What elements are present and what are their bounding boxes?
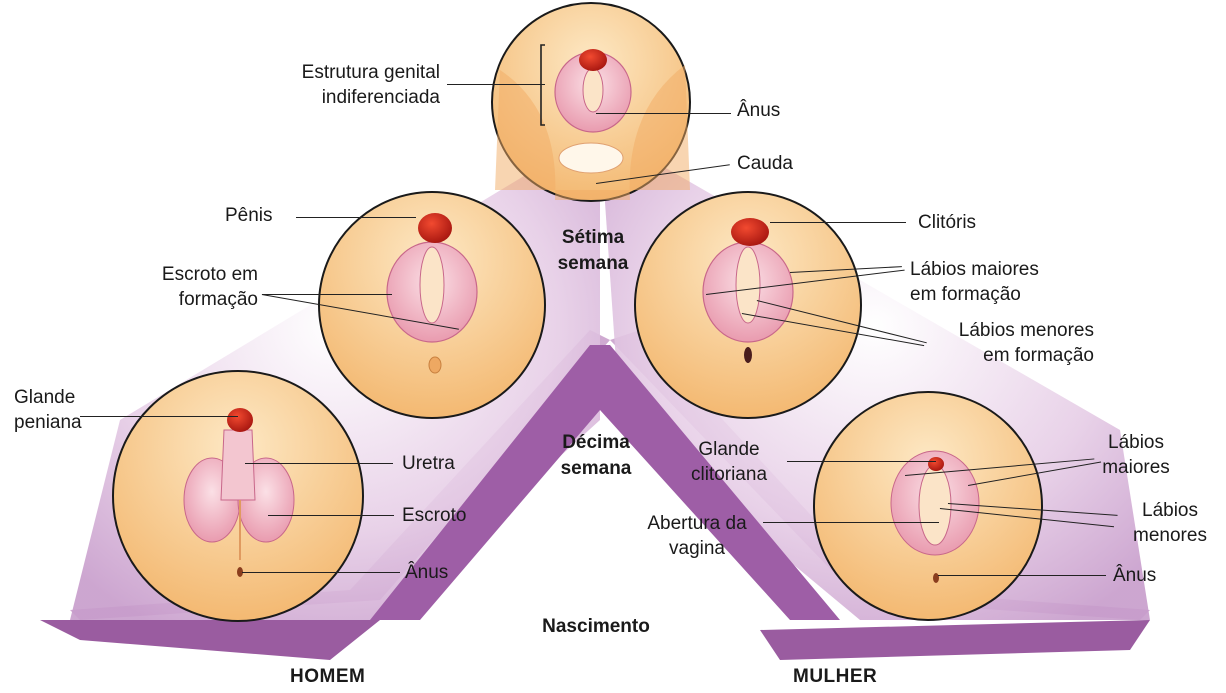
- label-labia-majora: Lábios maiores: [1096, 430, 1176, 480]
- label-scrotum: Escroto: [402, 503, 466, 528]
- label-labia-majora-forming: Lábios maiores em formação: [910, 257, 1039, 307]
- leader-line: [80, 416, 238, 417]
- leader-line: [268, 515, 394, 516]
- band-bottom-left: [40, 620, 380, 660]
- label-penis: Pênis: [225, 203, 273, 228]
- band-bottom-right: [760, 620, 1150, 660]
- label-anus-female: Ânus: [1113, 563, 1156, 588]
- label-anus-male: Ânus: [405, 560, 448, 585]
- leader-line: [787, 461, 936, 462]
- sex-label-male: HOMEM: [290, 666, 365, 688]
- leader-line: [770, 222, 906, 223]
- leader-line: [242, 572, 400, 573]
- stage-label-seventh-week: Sétima semana: [549, 225, 637, 277]
- label-vaginal-opening: Abertura da vagina: [634, 511, 760, 561]
- label-scrotum-forming: Escroto em formação: [134, 262, 258, 312]
- label-clitoris: Clitóris: [918, 210, 976, 235]
- label-tail: Cauda: [737, 151, 793, 176]
- circle-male-7w: [319, 192, 545, 418]
- leader-line: [938, 575, 1106, 576]
- label-labia-minora-forming: Lábios menores em formação: [934, 318, 1094, 368]
- leader-line: [596, 113, 731, 114]
- circle-indifferent: [492, 3, 690, 201]
- sex-label-female: MULHER: [793, 666, 877, 688]
- circle-male-10w: [113, 371, 363, 621]
- stage-label-tenth-week: Décima semana: [546, 430, 646, 482]
- leader-line: [245, 463, 393, 464]
- circle-female-7w: [635, 192, 861, 418]
- stage-label-birth: Nascimento: [526, 614, 666, 640]
- leader-line: [763, 522, 939, 523]
- label-glans-clitoris: Glande clitoriana: [676, 437, 782, 487]
- label-urethra: Uretra: [402, 451, 455, 476]
- leader-line: [447, 84, 545, 85]
- leader-line: [296, 217, 416, 218]
- label-glans-penis: Glande peniana: [14, 385, 82, 435]
- label-anus-top: Ânus: [737, 98, 780, 123]
- label-labia-minora: Lábios menores: [1120, 498, 1220, 548]
- circle-female-10w: [814, 392, 1042, 620]
- leader-line: [262, 294, 392, 295]
- label-indifferent-structure: Estrutura genital indiferenciada: [262, 60, 440, 110]
